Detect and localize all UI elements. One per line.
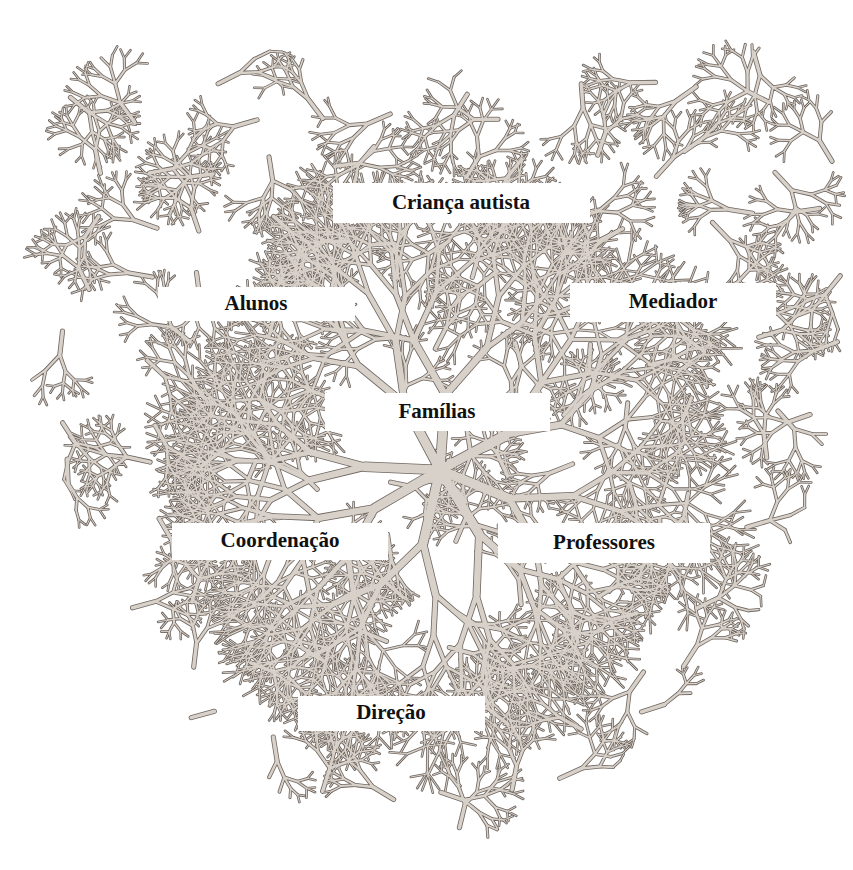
- branch: [24, 41, 845, 826]
- label-box: Alunos: [158, 287, 355, 321]
- label-text: Direção: [356, 701, 426, 724]
- label-text: Alunos: [224, 292, 287, 315]
- label-text: Mediador: [629, 290, 718, 313]
- label-box: Mediador: [570, 283, 776, 322]
- branch: [24, 41, 845, 826]
- label-box: Famílias: [325, 393, 550, 431]
- label-text: Famílias: [399, 400, 476, 423]
- label-box: Coordenação: [172, 523, 388, 560]
- label-box: Direção: [298, 696, 485, 731]
- label-text: Coordenação: [221, 529, 340, 552]
- label-box: Professores: [498, 523, 710, 563]
- label-box: Criança autista: [333, 183, 590, 223]
- label-text: Criança autista: [392, 191, 530, 214]
- label-text: Professores: [553, 531, 655, 554]
